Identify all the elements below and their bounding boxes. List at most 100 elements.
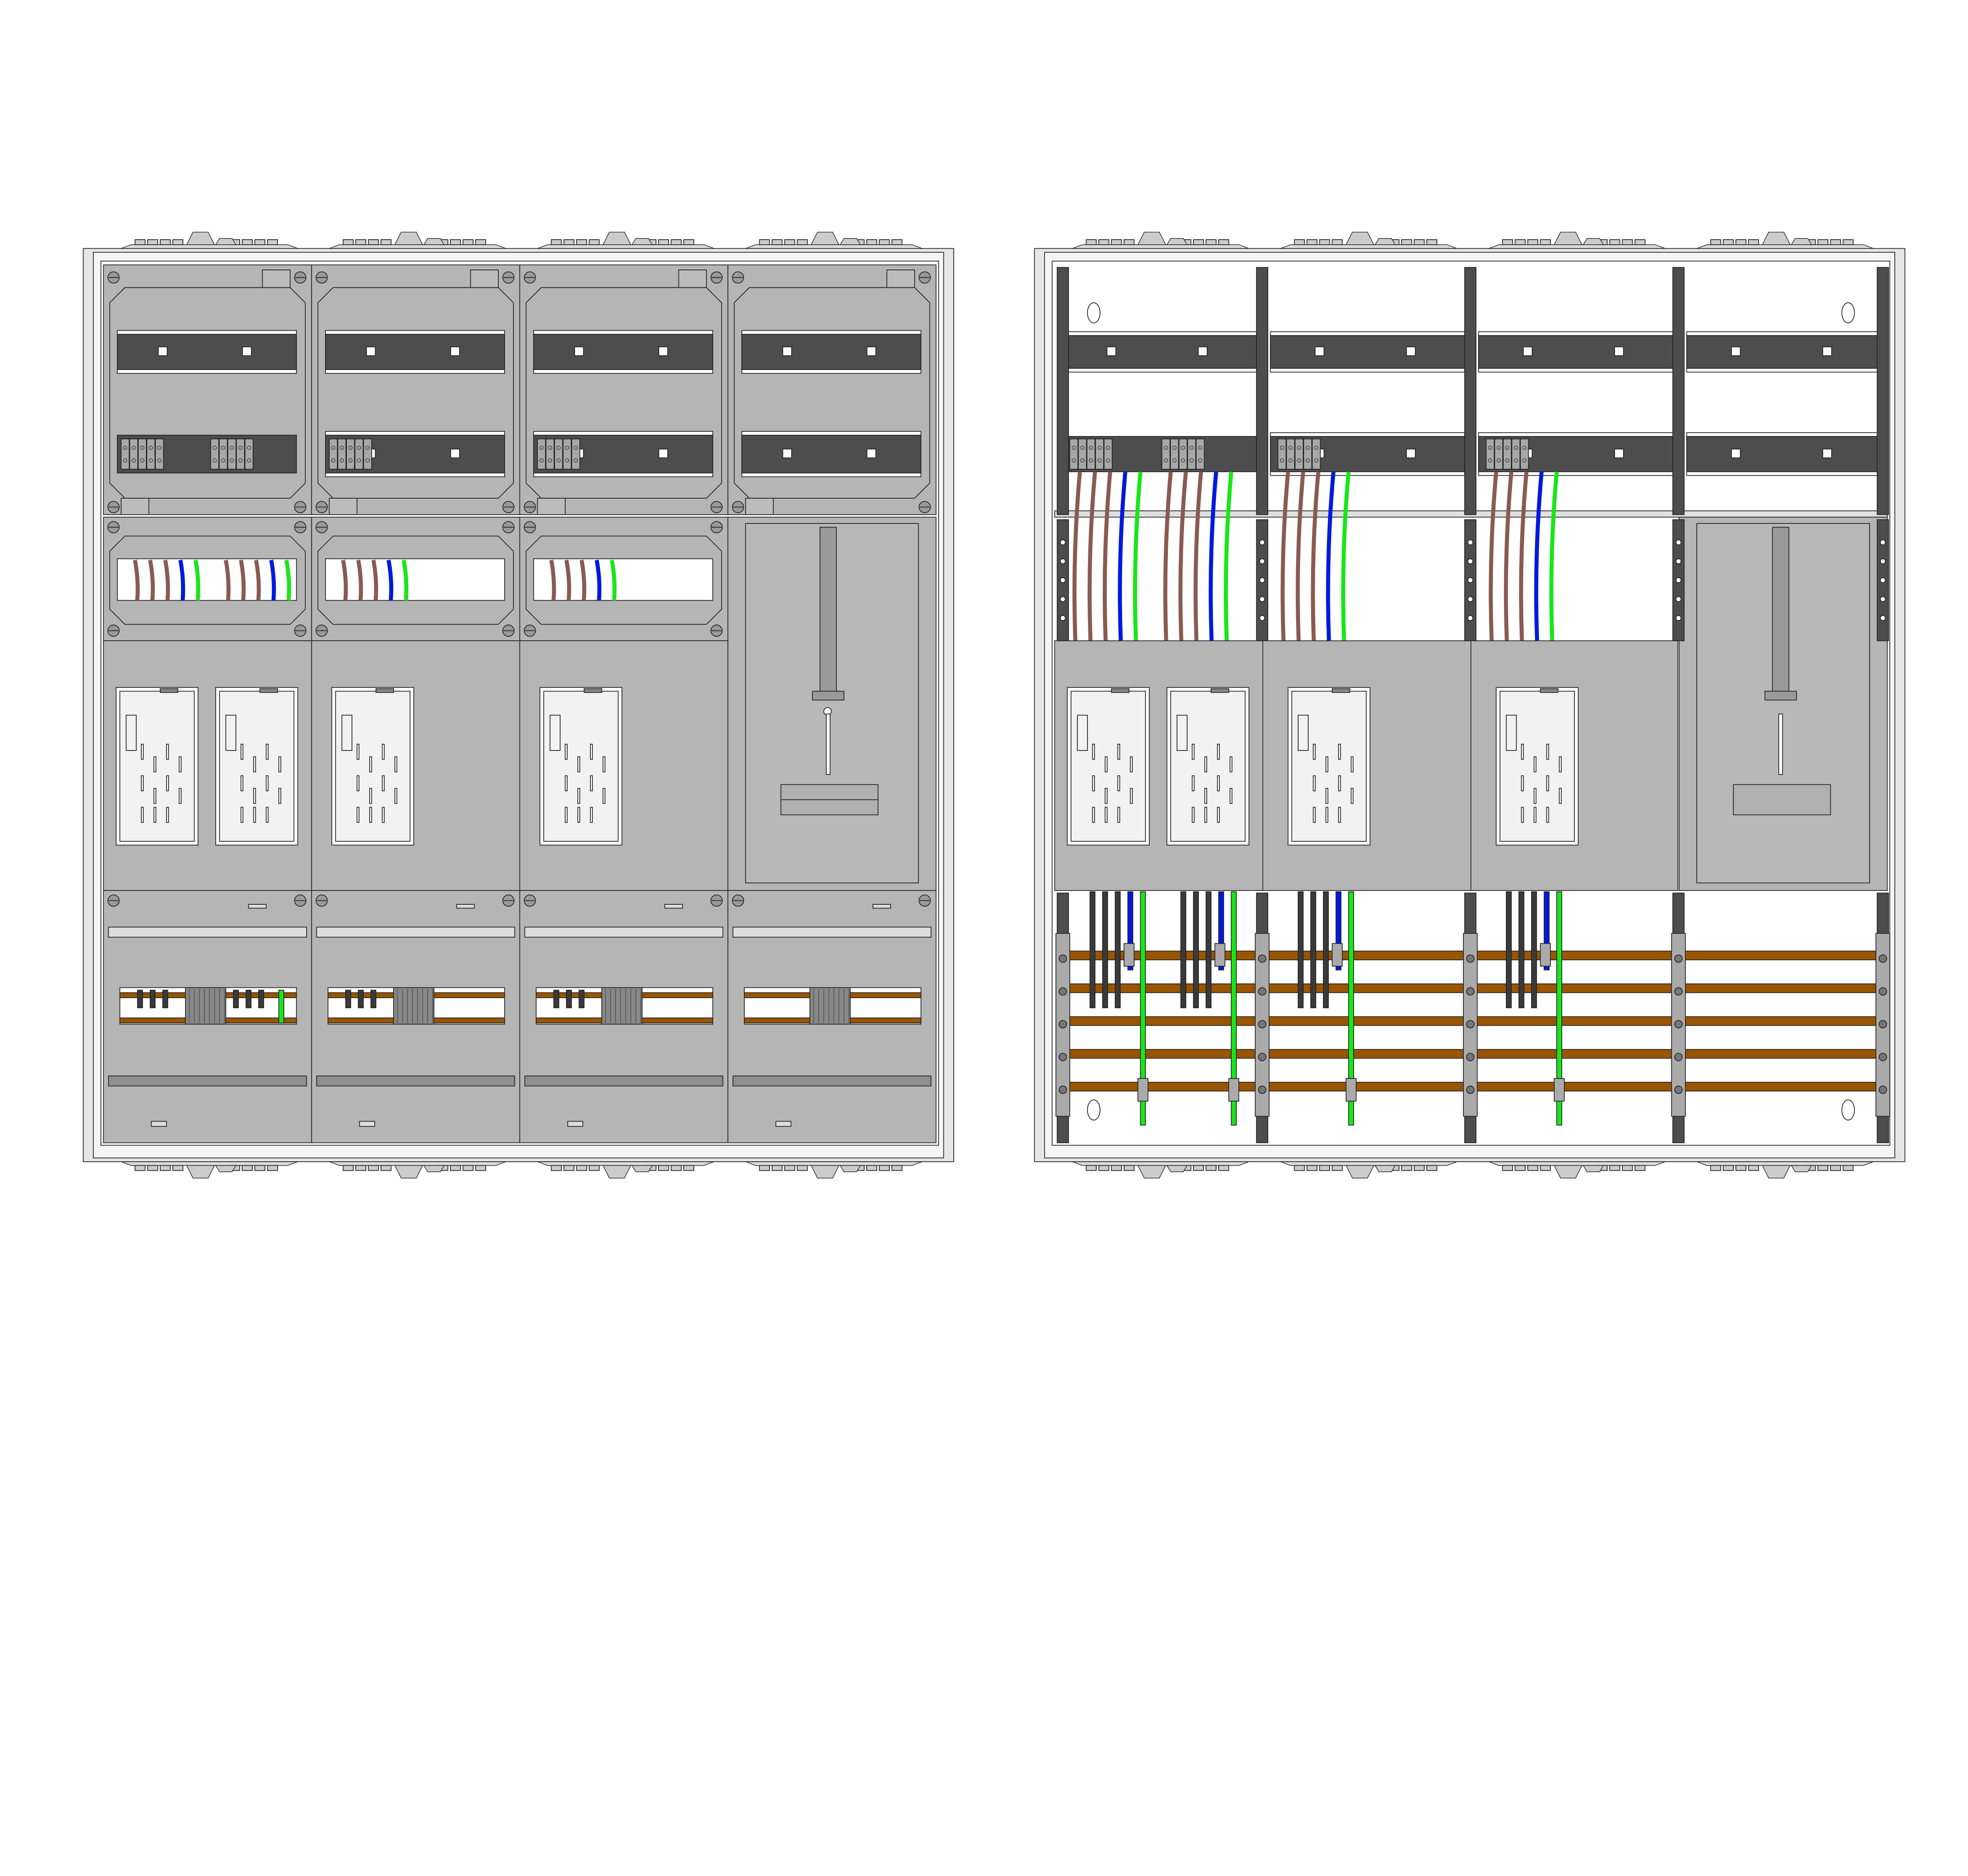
terminal-screw [357,458,361,462]
terminal-screw [557,458,561,462]
terminal-screw [140,458,144,462]
post-hole [1060,596,1066,602]
screw-icon [1058,1053,1067,1061]
cable-gland-small [1817,239,1829,245]
terminal-screw [238,445,243,450]
cable-gland-small [797,239,808,245]
cable-gland-small [462,239,474,245]
terminal-block [1086,438,1096,470]
gland-strip [1488,244,1666,249]
outgoing-wire-end [358,990,364,1008]
busbar-terminal-comb [185,987,226,1025]
meter-contact-slot [1325,807,1328,823]
cable-gland-small [1319,239,1330,245]
wire [193,560,200,601]
cable-gland-small [879,1165,890,1171]
cable-gland-small [563,239,575,245]
terminal-block [1286,438,1295,470]
cable-gland-small [1748,239,1759,245]
wire [549,560,556,601]
cover-latch [886,269,915,288]
meter-clip [1111,688,1130,693]
cover-latch [262,269,291,288]
meter-contact-slot [1338,744,1341,760]
rail-slot [658,449,668,458]
cable-gland-small [1622,239,1633,245]
rail-slot [366,346,376,356]
gland-strip [1488,1161,1666,1166]
cable-gland-small [1098,1165,1110,1171]
cable-gland-small [450,239,461,245]
meter-clip [1210,688,1229,693]
mounting-post [1464,267,1476,515]
meter-contact-slot [1338,775,1341,791]
cable-gland-small [771,239,783,245]
terminal-screw [131,445,136,450]
cable-gland-medium [840,238,861,245]
meter-contact-slot [253,756,256,773]
meter-clip [1540,688,1559,693]
meter-contact-slot [1546,807,1549,823]
post-hole [1880,558,1886,564]
cable-gland-small [588,1165,600,1171]
terminal-block [562,438,572,470]
earth-wire [1231,891,1237,1126]
cable-gland-small [172,239,183,245]
cable-gland-large [1137,1165,1166,1179]
post-hole [1467,596,1473,602]
meter-contact-slot [154,756,157,773]
terminal-block [346,438,355,470]
cable-gland-medium [423,1165,445,1172]
post-hole [1060,615,1066,621]
screw-icon [1258,954,1267,963]
post-hole [1467,577,1473,583]
terminal-screw [123,445,128,450]
cable-gland-small [563,1165,575,1171]
meter-contact-slot [179,756,182,773]
meter-contact-slot [1204,788,1207,804]
cable-gland-small [759,239,770,245]
cable-gland-small [683,239,694,245]
din-rail [1270,335,1465,369]
cable-gland-small [784,239,795,245]
terminal-block [337,438,346,470]
cover-latch [678,269,707,288]
post-hole [1880,577,1886,583]
meter-clip [375,688,394,693]
terminal-screw [1280,458,1284,462]
terminal-screw [348,458,353,462]
terminal-screw [1164,458,1168,462]
outgoing-wire [1102,891,1108,1008]
cable-gland-small [1622,1165,1633,1171]
meter-cabinet-drawing [83,231,1905,1179]
keyhole-icon [1087,302,1101,323]
rail-slot [1406,449,1416,458]
meter-contact-slot [1559,756,1562,773]
terminal-screw [1288,445,1293,450]
cable-gland-large [394,231,424,245]
wire-clamp [1228,1078,1239,1102]
cable-gland-small [551,1165,562,1171]
wire-window [325,558,505,601]
cable-gland-medium [1374,238,1396,245]
meter-contact-slot [1533,788,1537,804]
wire-clamp [1332,943,1343,967]
post-hole [1259,539,1265,545]
meter-contact-slot [1117,744,1120,760]
cable-gland-medium [215,1165,237,1172]
wire [1549,471,1559,641]
screw-icon [1879,987,1887,996]
cable-gland-small [1426,1165,1437,1171]
cable-gland-large [1762,1165,1791,1179]
outgoing-wire-end [162,990,168,1008]
post-hole [1676,615,1681,621]
wire [1102,471,1112,641]
wire [254,560,261,601]
terminal-block [1485,438,1495,470]
terminal-screw [1522,458,1527,462]
meter-contact-slot [278,788,281,804]
meter-contact-slot [369,756,372,773]
cable-gland-medium [840,1165,861,1172]
wire [594,560,602,601]
screw-icon [1879,1085,1887,1094]
